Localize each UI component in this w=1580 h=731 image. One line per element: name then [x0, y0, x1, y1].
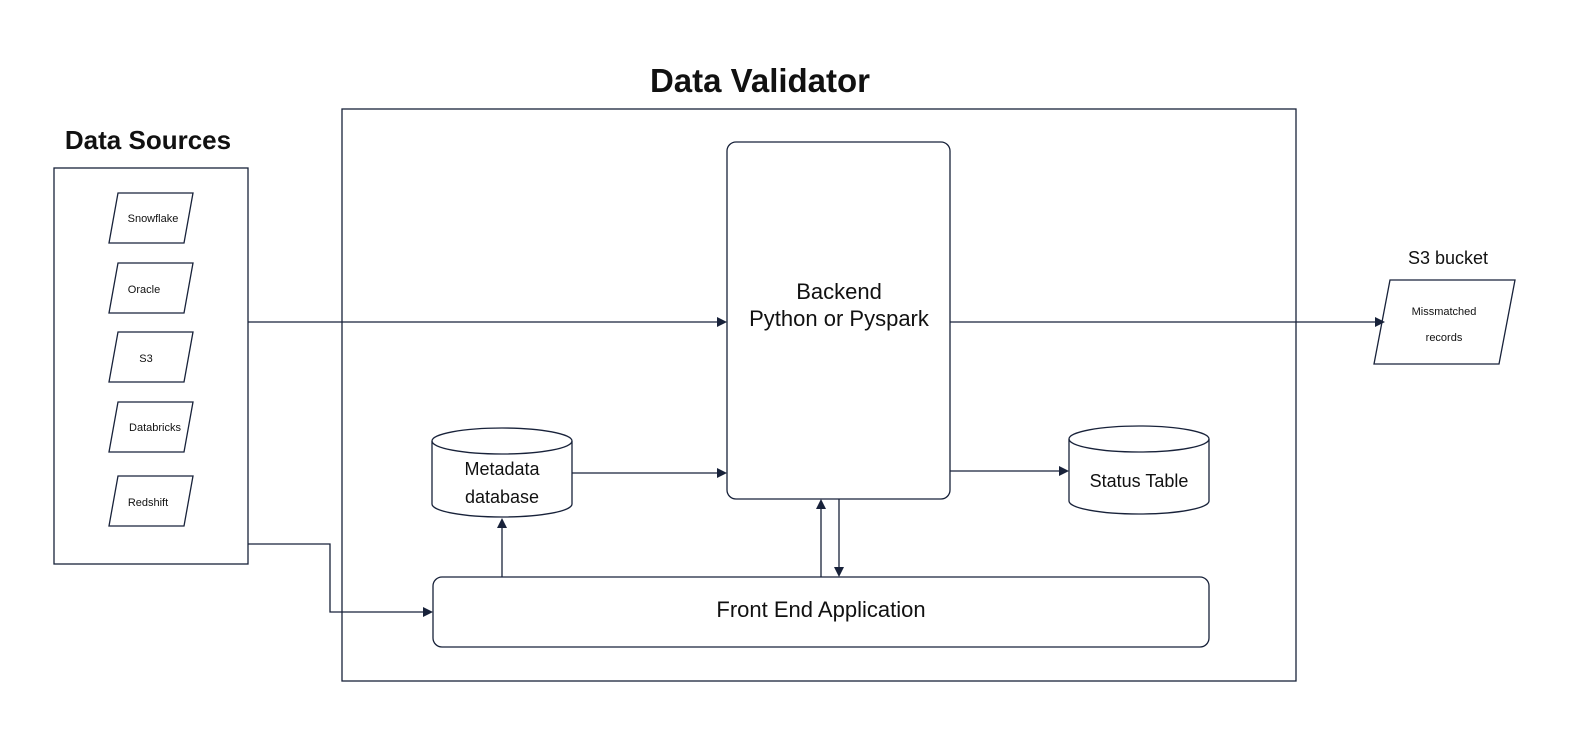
- data-source-shape: [108, 192, 194, 244]
- data-source-label: Oracle: [128, 284, 160, 296]
- data-source-label: S3: [139, 353, 152, 365]
- status-table-node: Status Table: [1068, 425, 1210, 515]
- data-source-shape: [108, 475, 194, 527]
- data-source-shape: [108, 401, 194, 453]
- data-source-label: Databricks: [129, 422, 181, 434]
- s3-bucket-label-line2: records: [1426, 332, 1463, 344]
- metadata-database-label-line2: database: [465, 487, 539, 507]
- edge-frontend-to-metadata: [497, 518, 507, 577]
- data-source-shape: [108, 331, 194, 383]
- s3-bucket-label-line1: Missmatched: [1412, 306, 1477, 318]
- edge-sources-to-backend: [248, 317, 727, 327]
- data-source-label: Redshift: [128, 497, 168, 509]
- front-end-node: Front End Application: [432, 576, 1210, 648]
- data-source-label: Snowflake: [128, 213, 179, 225]
- backend-node: Backend Python or Pyspark: [726, 141, 951, 500]
- front-end-label: Front End Application: [716, 597, 925, 622]
- status-table-label: Status Table: [1090, 471, 1189, 491]
- data-sources-title: Data Sources: [65, 125, 231, 155]
- edge-backend-to-status: [950, 466, 1069, 476]
- data-source-databricks: Databricks: [108, 401, 194, 453]
- metadata-database-label-line1: Metadata: [464, 459, 540, 479]
- data-source-s3: S3: [108, 331, 194, 383]
- status-table-cylinder-rim: [1068, 438, 1210, 453]
- edge-backend-to-s3: [950, 317, 1385, 327]
- s3-bucket-shape: [1373, 279, 1516, 365]
- edge-sources-to-frontend: [248, 543, 433, 617]
- s3-bucket-node: Missmatched records: [1373, 279, 1516, 365]
- s3-bucket-title: S3 bucket: [1408, 248, 1488, 268]
- status-table-cylinder: [1068, 425, 1210, 515]
- data-source-shape: [108, 262, 194, 314]
- metadata-database-cylinder: [431, 427, 573, 518]
- edge-backend-to-frontend: [834, 499, 844, 577]
- metadata-database-node: Metadata database: [431, 427, 573, 518]
- data-source-oracle: Oracle: [108, 262, 194, 314]
- backend-label-line2: Python or Pyspark: [749, 306, 930, 331]
- data-source-redshift: Redshift: [108, 475, 194, 527]
- metadata-database-cylinder-rim: [431, 440, 573, 455]
- edge-frontend-to-backend: [816, 499, 826, 577]
- data-source-snowflake: Snowflake: [108, 192, 194, 244]
- backend-label-line1: Backend: [796, 279, 882, 304]
- edge-metadata-to-backend: [572, 468, 727, 478]
- diagram-title: Data Validator: [650, 62, 870, 99]
